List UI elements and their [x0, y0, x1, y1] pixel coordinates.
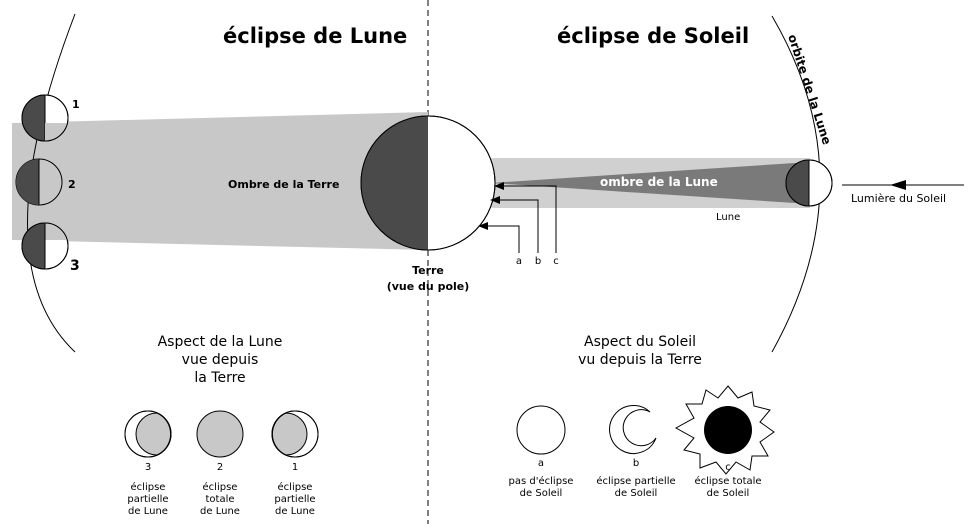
sun-view-caption-b2: de Soleil [615, 488, 658, 499]
moon-position-label-3: 3 [70, 258, 80, 274]
lunar-eclipse-title: éclipse de Lune [223, 24, 407, 48]
sun-view-caption-c1: éclipse totale [694, 475, 761, 487]
moon-right [785, 159, 833, 207]
moon-phase-caption-1c: de Lune [275, 506, 315, 517]
moon-phase-caption-2b: totale [205, 494, 234, 505]
view-point-c: c [553, 256, 559, 267]
sun-view-c [674, 385, 775, 475]
sun-view-a [516, 405, 566, 455]
moon-phase-number-3: 3 [145, 462, 151, 473]
moon-aspect-title-2: vue depuis [182, 352, 259, 368]
moon-phase-1 [271, 410, 319, 458]
moon-aspect-title-1: Aspect de la Lune [158, 334, 283, 350]
view-point-b: b [535, 256, 541, 267]
sun-aspect-title-2: vu depuis la Terre [578, 352, 702, 368]
moon-shadow-label: ombre de la Lune [600, 175, 718, 189]
moon-phase-number-2: 2 [217, 462, 223, 473]
sun-view-letter-c: c [725, 462, 731, 473]
moon-position-3 [21, 222, 69, 270]
moon-phase-caption-3a: éclipse [131, 481, 166, 493]
moon-aspect-title-3: la Terre [194, 370, 245, 386]
sun-view-b [609, 405, 657, 454]
moon-phase-caption-2a: éclipse [203, 481, 238, 493]
solar-eclipse-title: éclipse de Soleil [557, 24, 749, 48]
sun-view-caption-a2: de Soleil [520, 488, 563, 499]
earth-label-line2: (vue du pole) [387, 280, 470, 293]
moon-phase-3 [124, 410, 172, 458]
sun-view-letter-a: a [538, 458, 544, 469]
sunlight-label: Lumière du Soleil [851, 192, 946, 205]
moon-position-2 [15, 158, 63, 206]
earth-label-line1: Terre [412, 264, 444, 277]
sun-view-caption-c2: de Soleil [707, 488, 750, 499]
moon-orbit-left [27, 13, 76, 353]
orbit-label: orbite de la Lune [785, 33, 834, 147]
sun-aspect-title-1: Aspect du Soleil [584, 334, 696, 350]
earth-shadow-label: Ombre de la Terre [228, 178, 339, 191]
moon-position-label-1: 1 [72, 98, 80, 111]
moon-phase-2 [196, 410, 244, 458]
moon-position-1 [21, 94, 69, 142]
moon-phase-caption-1a: éclipse [278, 481, 313, 493]
moon-phase-caption-1b: partielle [274, 494, 315, 505]
sun-view-caption-a1: pas d'éclipse [509, 475, 574, 487]
earth [360, 115, 496, 251]
moon-phase-number-1: 1 [292, 462, 298, 473]
sun-view-caption-b1: éclipse partielle [596, 475, 675, 487]
moon-umbra-cone [490, 162, 810, 204]
moon-label: Lune [716, 212, 740, 223]
moon-phase-caption-3b: partielle [127, 494, 168, 505]
earth-shadow-cone [12, 112, 428, 250]
moon-position-label-2: 2 [68, 178, 76, 191]
view-point-a: a [516, 256, 522, 267]
sunlight-arrowhead [890, 180, 906, 190]
view-point-pointers [480, 185, 557, 253]
moon-phase-caption-2c: de Lune [200, 506, 240, 517]
moon-phase-caption-3c: de Lune [128, 506, 168, 517]
sun-view-letter-b: b [633, 458, 639, 469]
